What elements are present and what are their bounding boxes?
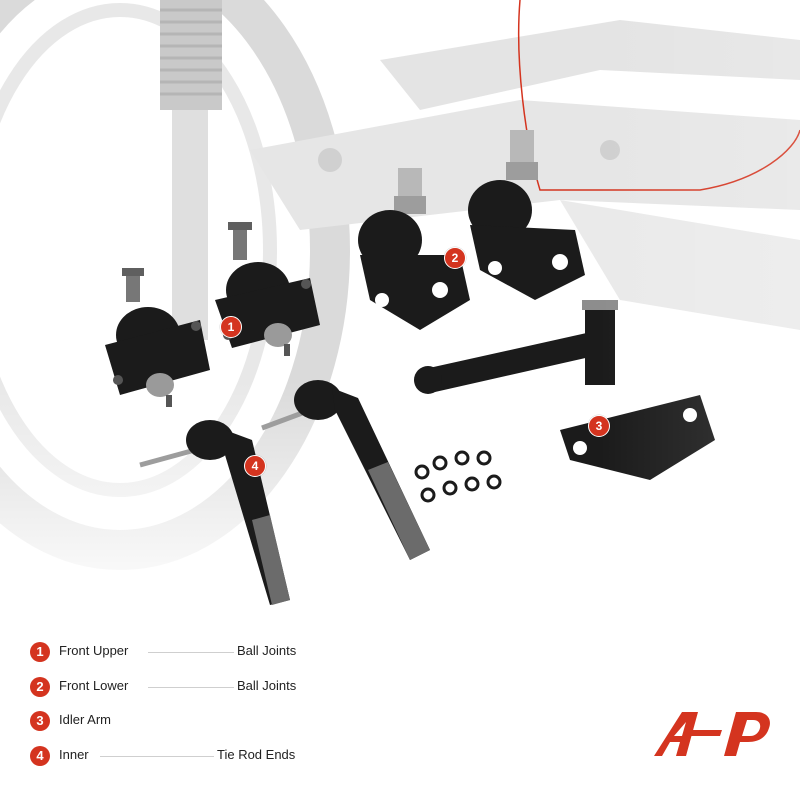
legend-item-front-lower: 2 Front Lower Ball Joints <box>30 675 330 699</box>
legend-number-badge: 2 <box>30 677 50 697</box>
legend-item-idler-arm: 3 Idler Arm <box>30 709 330 733</box>
callout-4: 4 <box>244 455 266 477</box>
legend-item-front-upper: 1 Front Upper Ball Joints <box>30 640 330 664</box>
a-premium-logo-icon <box>654 712 770 756</box>
legend-number-badge: 3 <box>30 711 50 731</box>
callout-2: 2 <box>444 247 466 269</box>
front-upper-ball-joint-left <box>105 268 210 407</box>
callout-3: 3 <box>588 415 610 437</box>
product-scene <box>0 0 800 610</box>
legend-item-name: Idler Arm <box>59 712 112 727</box>
legend-item-name: Front Lower <box>59 678 129 693</box>
legend-item-name: Inner <box>59 747 89 762</box>
legend-divider-line <box>148 652 234 653</box>
legend-item-suffix: Ball Joints <box>237 643 297 658</box>
inner-tie-rod-end-right <box>261 380 430 560</box>
legend-item-suffix: Tie Rod Ends <box>217 747 296 762</box>
legend-item-name: Front Upper <box>59 643 129 658</box>
legend-divider-line <box>100 756 214 757</box>
callout-1: 1 <box>220 316 242 338</box>
legend-divider-line <box>148 687 234 688</box>
snap-rings <box>414 450 502 503</box>
front-lower-ball-joint-right <box>468 130 585 300</box>
inner-tie-rod-end-left <box>139 420 290 605</box>
legend-item-suffix: Ball Joints <box>237 678 297 693</box>
legend-item-inner-tie-rod: 4 Inner Tie Rod Ends <box>30 744 330 768</box>
front-lower-ball-joint-left <box>358 168 470 330</box>
legend-number-badge: 1 <box>30 642 50 662</box>
legend-number-badge: 4 <box>30 746 50 766</box>
